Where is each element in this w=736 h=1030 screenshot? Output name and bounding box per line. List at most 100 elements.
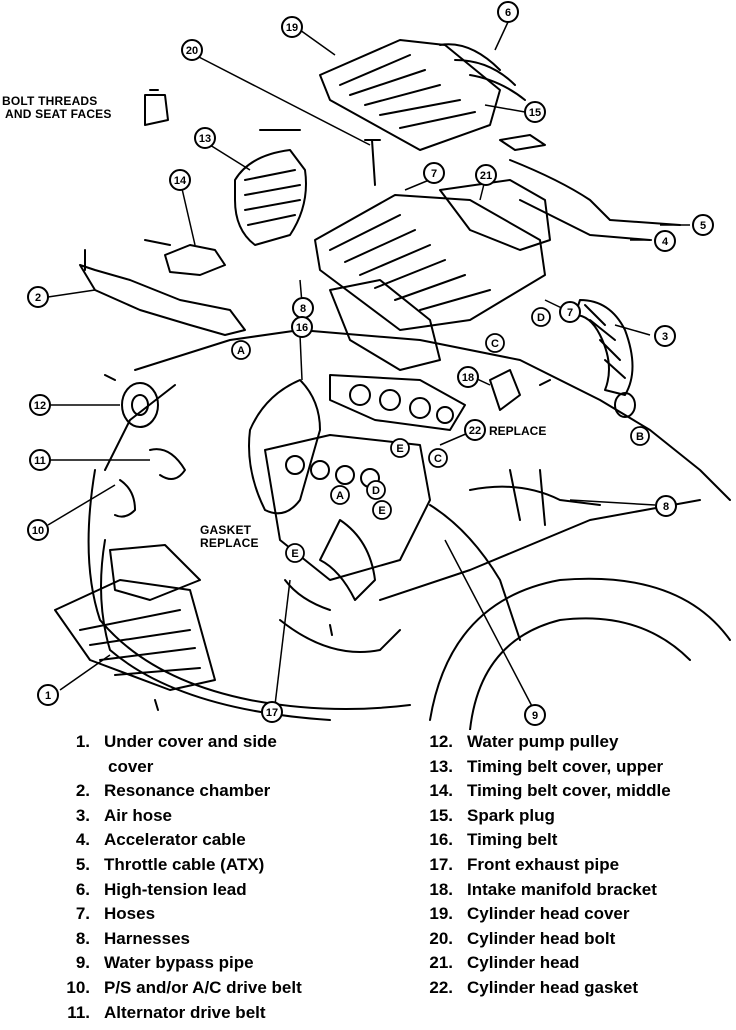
gasket-replace-line-2: REPLACE: [200, 536, 259, 550]
callout-4: 4: [654, 230, 676, 252]
letter-a-1: A: [231, 340, 251, 360]
legend-row: 20.Cylinder head bolt: [408, 927, 671, 952]
under-cover-ribs: [79, 609, 201, 676]
legend-text: Front exhaust pipe: [467, 854, 620, 874]
callout-7b: 7: [423, 162, 445, 184]
svg-text:C: C: [434, 453, 442, 465]
legend-number: 3.: [75, 805, 90, 825]
legend-row: 2. Resonance chamber: [48, 779, 302, 804]
legend-number: 4.: [75, 830, 90, 850]
svg-text:D: D: [537, 312, 545, 324]
timing-belt-cover-ribs: [244, 169, 301, 226]
svg-text:D: D: [372, 485, 380, 497]
legend-number: 11.: [67, 1002, 90, 1022]
callout-7a: 7: [559, 301, 581, 323]
callout-21: 21: [475, 164, 497, 186]
legend-text: Resonance chamber: [104, 781, 271, 801]
callout-16: 16: [291, 316, 313, 338]
svg-text:3: 3: [662, 331, 668, 343]
callout-22: 22: [464, 419, 486, 441]
callout-18: 18: [457, 366, 479, 388]
legend-text: Accelerator cable: [104, 830, 246, 850]
legend-row: 8.Harnesses: [48, 927, 302, 952]
legend-row: 21. Cylinder head: [408, 951, 671, 976]
legend-row: 18. Intake manifold bracket: [408, 878, 671, 903]
ps-belt: [114, 479, 136, 518]
spark-plug: [499, 134, 546, 151]
legend-text: High-tension lead: [104, 879, 247, 899]
legend-number: 9.: [75, 953, 90, 973]
accelerator-cable: [519, 199, 651, 241]
legend-row: 16.Timing belt: [408, 828, 671, 853]
legend-number: 12.: [429, 732, 453, 751]
callout-10: 10: [27, 519, 49, 541]
callout-9: 9: [524, 704, 546, 726]
side-cover: [109, 544, 201, 601]
legend-text: Intake manifold bracket: [467, 879, 657, 899]
svg-text:20: 20: [186, 45, 198, 57]
svg-text:9: 9: [532, 710, 538, 722]
svg-text:8: 8: [300, 303, 306, 315]
callout-11: 11: [29, 449, 51, 471]
legend-number: 7.: [75, 904, 90, 924]
svg-text:6: 6: [505, 7, 511, 19]
callout-17: 17: [261, 701, 283, 723]
under-cover-shape: [54, 579, 216, 691]
legend-row: 10.P/S and/or A/C drive belt: [48, 976, 302, 1001]
svg-text:B: B: [636, 431, 644, 443]
oil-can-icon: [144, 89, 169, 126]
letter-c-1: C: [485, 333, 505, 353]
legend-number: 20.: [429, 928, 453, 948]
legend-row: 15.Spark plug: [408, 804, 671, 829]
legend-number: 17.: [429, 854, 453, 874]
svg-text:10: 10: [32, 525, 44, 537]
legend-row: 4. Accelerator cable: [48, 828, 302, 853]
letter-a-2: A: [330, 485, 350, 505]
cylinder-head-bolt: [364, 139, 381, 186]
svg-text:16: 16: [296, 322, 308, 334]
legend-row: 6.High-tension lead: [48, 878, 302, 903]
svg-text:A: A: [237, 345, 245, 357]
legend-text: Air hose: [104, 805, 173, 825]
letter-e-2: E: [372, 500, 392, 520]
legend-text: cover: [108, 756, 154, 776]
resonance-chamber: [79, 264, 246, 336]
legend-text: Cylinder head: [467, 953, 580, 973]
legend-number: 1.: [75, 732, 90, 751]
legend-number: 5.: [75, 854, 90, 874]
callout-15: 15: [524, 101, 546, 123]
legend-text: Throttle cable (ATX): [104, 854, 265, 874]
timing-belt: [248, 379, 321, 515]
legend-row: 22.Cylinder head gasket: [408, 976, 671, 1001]
replace-note: REPLACE: [489, 424, 546, 438]
legend-number: 2.: [75, 781, 90, 801]
svg-text:5: 5: [700, 220, 706, 232]
svg-text:13: 13: [199, 133, 211, 145]
car-inner-line: [279, 619, 401, 653]
callout-19: 19: [281, 16, 303, 38]
bolt-threads-line-1: BOLT THREADS: [2, 94, 98, 108]
svg-text:14: 14: [174, 175, 187, 187]
bolt-threads-note: BOLT THREADS AND SEAT FACES: [2, 95, 112, 121]
legend-text: P/S and/or A/C drive belt: [104, 977, 302, 997]
svg-text:11: 11: [34, 455, 46, 467]
legend-right-column: 12.Water pump pulley 13.Timing belt cove…: [408, 730, 671, 1001]
exhaust-manifold: [329, 279, 441, 371]
legend-number: 21.: [429, 953, 453, 973]
legend-text: Water pump pulley: [467, 732, 619, 751]
legend-row: 14.Timing belt cover, middle: [408, 779, 670, 804]
car-wheel: [469, 617, 691, 730]
legend-number: 18.: [429, 879, 453, 899]
legend-number: 16.: [429, 830, 453, 850]
car-bumper: [100, 539, 331, 721]
legend-number: 22.: [429, 977, 453, 997]
svg-text:E: E: [378, 505, 385, 517]
svg-text:2: 2: [35, 292, 41, 304]
letter-c-2: C: [428, 448, 448, 468]
legend-text: Under cover and side: [104, 732, 277, 751]
svg-text:18: 18: [462, 372, 474, 384]
water-bypass-pipe: [429, 504, 521, 641]
svg-text:1: 1: [45, 690, 51, 702]
callout-5: 5: [692, 214, 714, 236]
letter-e-1: E: [390, 438, 410, 458]
